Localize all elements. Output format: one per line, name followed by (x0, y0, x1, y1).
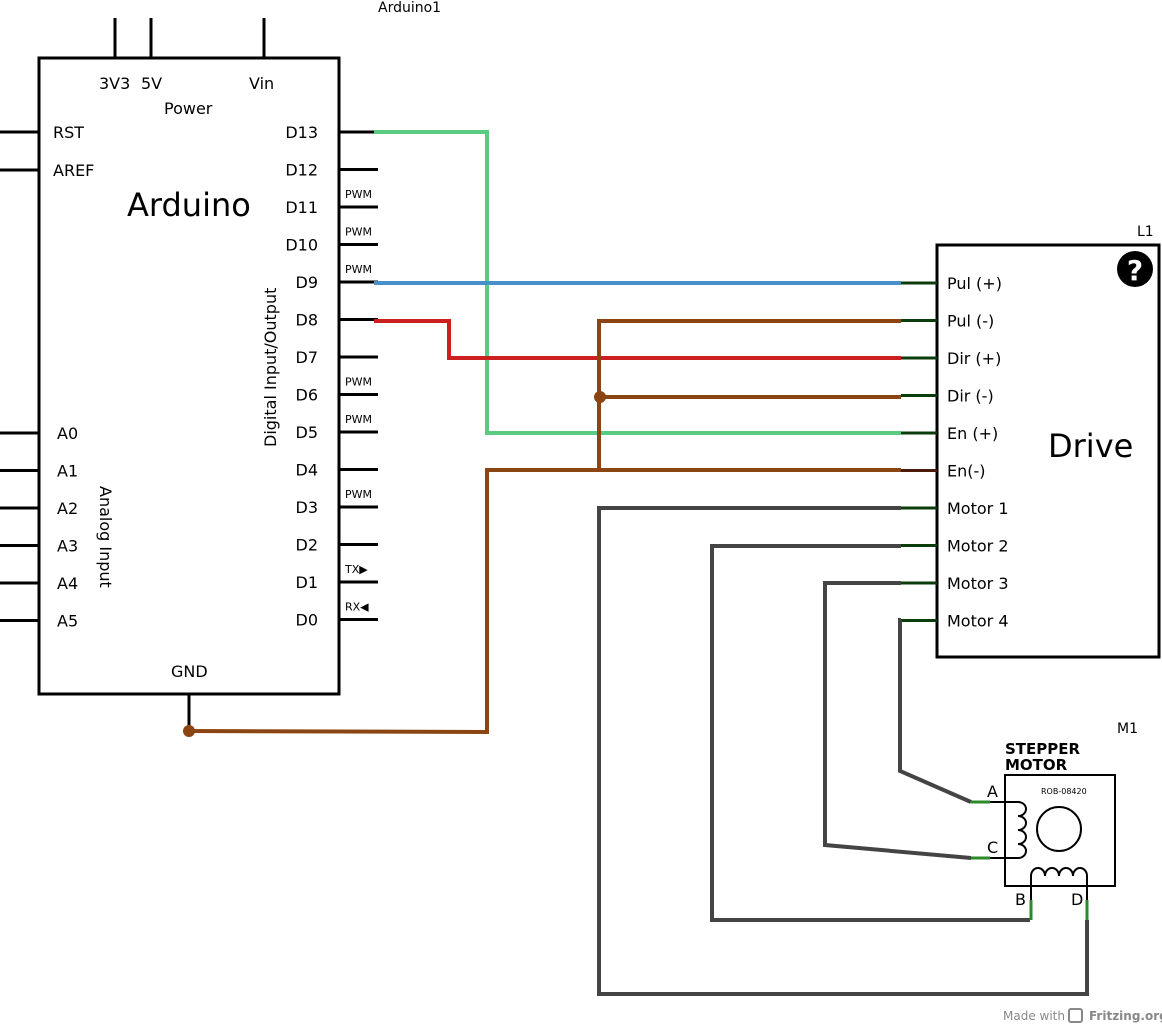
pin-aref-label: AREF (53, 161, 94, 180)
wire-motor1-d[interactable] (597, 506, 1089, 996)
pin-rst-label: RST (53, 123, 84, 142)
pin-a5-label: A5 (57, 612, 78, 631)
arduino-title: Arduino (127, 186, 251, 224)
pin-3v3-label: 3V3 (99, 74, 130, 93)
motor-body (1004, 774, 1116, 887)
pin-d1-label: D1 (296, 573, 319, 592)
pin-d10-tag: PWM (345, 226, 372, 239)
drive-part: L1 ? Drive Pul (+) Pul (-) Dir (+) Dir (-) E… (901, 224, 1161, 659)
pin-d2-label: D2 (296, 536, 319, 555)
gnd-junction-dot (183, 725, 195, 737)
wire-motor4-a[interactable] (898, 618, 972, 804)
drive-pin-motor-1-label: Motor 1 (947, 499, 1009, 518)
pin-vin-label: Vin (249, 74, 274, 93)
drive-pin-dir-label: Dir (-) (947, 387, 994, 406)
drive-title: Drive (1048, 427, 1133, 465)
motor-pin-c: C (987, 838, 998, 857)
pin-d5-tag: PWM (345, 413, 372, 426)
pin-gnd-label: GND (171, 662, 208, 681)
motor-title-line1: STEPPER (1005, 740, 1081, 758)
drive-pin-en-label: En (+) (947, 424, 998, 443)
wire-motor2-b[interactable] (710, 544, 1030, 922)
pin-d6-tag: PWM (345, 376, 372, 389)
wire-en-minus-gnd[interactable] (188, 468, 901, 735)
drive-pin-dir-label: Dir (+) (947, 349, 1001, 368)
wire-d8-dir-plus[interactable] (374, 319, 901, 360)
pin-d9-tag: PWM (345, 263, 372, 276)
stepper-motor-part: M1 STEPPER MOTOR ROB-08420 A C B D (971, 721, 1138, 920)
fritzing-logo-icon (1068, 1008, 1083, 1023)
arduino-part-label: Arduino1 (378, 0, 441, 16)
pin-d9-label: D9 (296, 273, 319, 292)
pin-d8-label: D8 (296, 311, 319, 330)
power-group-label: Power (164, 99, 213, 118)
pin-d1-tag: TX▶ (344, 563, 368, 576)
analog-input-label: Analog Input (96, 486, 115, 588)
wires (183, 130, 1089, 996)
wire-pul-minus[interactable] (597, 319, 901, 470)
pin-d12-label: D12 (285, 161, 318, 180)
drive-pin-motor-3-label: Motor 3 (947, 574, 1009, 593)
motor-shaft-icon (1036, 806, 1082, 852)
pin-d4-label: D4 (296, 461, 319, 480)
pin-d0-label: D0 (296, 611, 319, 630)
drive-body (935, 243, 1161, 659)
motor-model: ROB-08420 (1041, 787, 1087, 796)
junction-dot (594, 391, 606, 403)
help-icon[interactable] (1117, 251, 1153, 287)
pin-d3-tag: PWM (345, 488, 372, 501)
motor-title-line2: MOTOR (1005, 756, 1068, 774)
digital-pin-group: D13D12D11PWMD10PWMD9PWMD8D7D6PWMD5PWMD4D… (285, 123, 378, 630)
help-icon-glyph: ? (1127, 254, 1143, 287)
pin-5v-label: 5V (141, 74, 162, 93)
pin-a3-label: A3 (57, 537, 78, 556)
fritzing-footer: Made with Fritzing.org (1003, 1008, 1162, 1023)
pin-a4-label: A4 (57, 574, 78, 593)
pin-a1-label: A1 (57, 462, 78, 481)
fritzing-brand[interactable]: Fritzing.org (1089, 1009, 1162, 1023)
pin-d13-label: D13 (285, 123, 318, 142)
arduino-part: Arduino1 3V3 5V Vin Power Arduino RST AR… (0, 0, 441, 731)
drive-pin-group: Pul (+) Pul (-) Dir (+) Dir (-) En (+) En(-) M… (901, 274, 1009, 631)
pin-d11-tag: PWM (345, 188, 372, 201)
pin-d6-label: D6 (296, 386, 319, 405)
drive-pin-pul-label: Pul (-) (947, 312, 994, 331)
coil-ac-icon (1017, 801, 1027, 859)
drive-part-label: L1 (1137, 224, 1154, 240)
pin-d3-label: D3 (296, 498, 319, 517)
arduino-body (37, 56, 341, 696)
wire-motor3-c[interactable] (823, 581, 972, 860)
pin-d7-label: D7 (296, 348, 319, 367)
pin-d11-label: D11 (285, 198, 318, 217)
pin-a2-label: A2 (57, 499, 78, 518)
pin-a0-label: A0 (57, 424, 78, 443)
motor-part-label: M1 (1117, 721, 1138, 737)
pin-d5-label: D5 (296, 423, 319, 442)
motor-pin-d: D (1071, 890, 1083, 909)
coil-bd-icon (1030, 867, 1088, 877)
drive-pin-pul-label: Pul (+) (947, 274, 1002, 293)
made-with-text: Made with (1003, 1009, 1065, 1023)
motor-pin-a: A (987, 782, 998, 801)
pin-d10-label: D10 (285, 236, 318, 255)
drive-pin-motor-4-label: Motor 4 (947, 612, 1009, 631)
motor-pin-b: B (1015, 890, 1026, 909)
drive-pin-en-label: En(-) (947, 462, 986, 481)
pin-d0-tag: RX◀ (345, 601, 369, 614)
drive-pin-motor-2-label: Motor 2 (947, 537, 1009, 556)
digital-io-label: Digital Input/Output (261, 288, 280, 447)
